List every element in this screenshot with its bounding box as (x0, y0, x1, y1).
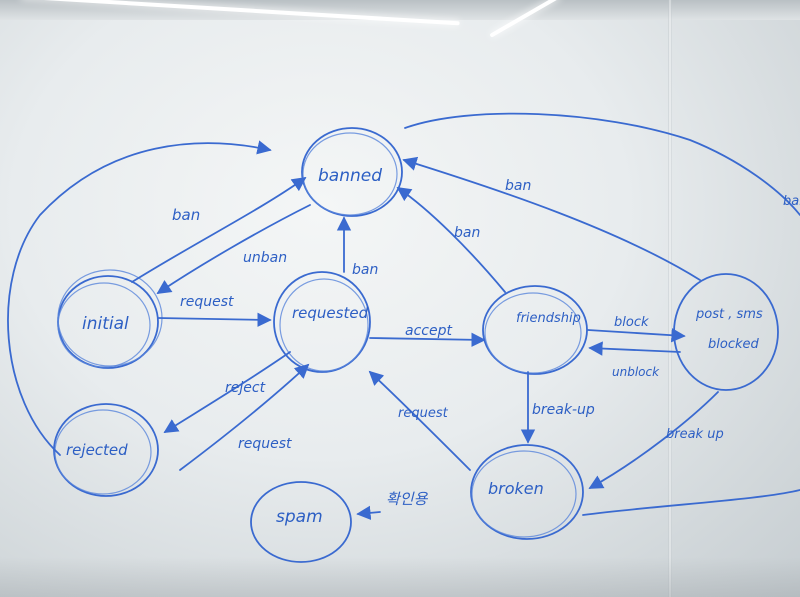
board-seam (668, 0, 672, 597)
state-requested (273, 271, 371, 373)
label-friendship: friendship (516, 311, 581, 326)
label-edge-partial: ban (783, 194, 800, 209)
edge-blocked-banned (402, 156, 701, 281)
edge-note-spam (356, 505, 381, 521)
label-blocked: blocked (708, 337, 759, 352)
state-broken (470, 444, 584, 540)
edge-rejected-requested (179, 363, 310, 471)
edge-friendship-banned (396, 186, 506, 293)
state-post-sms-blocked (673, 273, 779, 391)
edge-broken-requested (368, 370, 471, 471)
edge-broken-right (582, 489, 800, 516)
label-edge-request: request (180, 294, 234, 310)
board-shadow (0, 557, 800, 597)
state-spam (250, 481, 352, 563)
edge-rejected-banned (7, 140, 272, 456)
label-edge-accept: accept (405, 323, 452, 339)
edge-banned-initial-unban (156, 204, 311, 294)
edge-banned-right (404, 112, 800, 216)
label-banned: banned (318, 166, 382, 186)
label-rejected: rejected (66, 441, 128, 459)
label-broken: broken (488, 479, 544, 498)
label-requested: requested (292, 304, 369, 322)
label-edge-request-low: request (238, 436, 292, 452)
label-edge-ban-friend: ban (454, 225, 480, 241)
transitions (7, 112, 800, 521)
label-spam: spam (276, 507, 323, 527)
edge-requested-friendship (369, 332, 486, 347)
state-banned (301, 127, 403, 217)
label-korean-note: 확인용 (386, 490, 429, 508)
label-post-sms: post , sms (695, 307, 763, 322)
state-friendship (482, 285, 588, 375)
label-edge-break-up-2: break up (666, 427, 724, 442)
edge-initial-requested (157, 312, 272, 327)
label-edge-reject: reject (225, 380, 266, 396)
label-edge-block: block (614, 315, 649, 330)
label-edge-request-mid: request (398, 406, 449, 421)
label-edge-ban-right: ban (505, 178, 531, 194)
label-edge-unblock: unblock (612, 365, 660, 379)
edge-requested-rejected (163, 351, 291, 433)
edge-blocked-broken (588, 391, 719, 489)
label-edge-ban-mid: ban (352, 262, 378, 278)
label-initial: initial (82, 314, 129, 334)
edge-friendship-blocked (587, 328, 686, 343)
label-edge-ban-left: ban (172, 206, 200, 224)
label-edge-break-up: break-up (532, 402, 595, 418)
edge-initial-banned (131, 176, 307, 283)
label-edge-unban: unban (243, 250, 287, 266)
edge-blocked-friendship (588, 341, 681, 356)
